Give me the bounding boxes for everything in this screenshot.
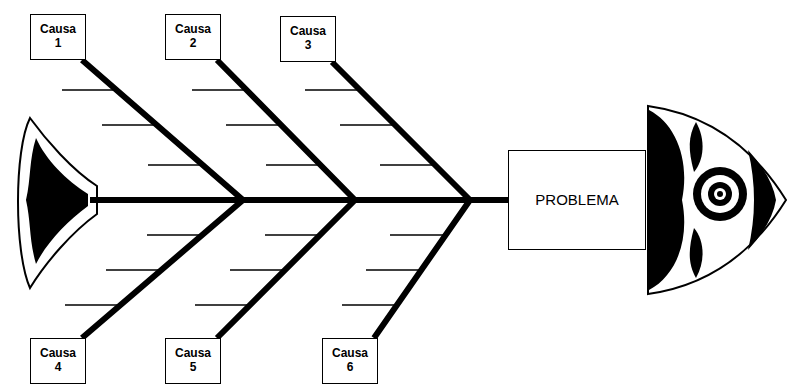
fish-eye xyxy=(708,182,732,206)
rib-line xyxy=(148,164,202,166)
cause-box: Causa 1 xyxy=(30,14,86,60)
rib-line xyxy=(230,269,284,271)
cause-label: Causa 6 xyxy=(332,347,368,375)
cause-bone xyxy=(217,200,508,338)
cause-box: Causa 4 xyxy=(30,338,86,384)
cause-label: Causa 5 xyxy=(175,347,211,375)
problem-label: PROBLEMA xyxy=(535,191,618,209)
problem-box: PROBLEMA xyxy=(508,150,646,250)
cause-label: Causa 3 xyxy=(290,25,326,53)
cause-bone xyxy=(82,60,508,200)
cause-bone xyxy=(217,60,508,200)
rib-line xyxy=(380,164,434,166)
fish-eye xyxy=(717,191,723,197)
cause-label: Causa 4 xyxy=(40,347,76,375)
fish-tail-outline xyxy=(18,118,97,288)
rib-line xyxy=(147,234,201,236)
rib-line xyxy=(106,269,160,271)
rib-line xyxy=(340,124,394,126)
fish-gill-mark xyxy=(690,228,703,278)
fish-head-outline xyxy=(648,106,786,294)
rib-line xyxy=(266,164,320,166)
fish-tail-fill xyxy=(26,138,88,264)
rib-line xyxy=(366,269,420,271)
cause-bone xyxy=(332,62,508,200)
cause-box: Causa 6 xyxy=(322,338,378,384)
rib-line xyxy=(102,124,156,126)
fish-gill xyxy=(649,110,684,290)
cause-box: Causa 3 xyxy=(280,16,336,62)
rib-line xyxy=(265,234,319,236)
rib-line xyxy=(305,89,359,91)
cause-bone xyxy=(374,200,508,338)
cause-bone xyxy=(82,200,508,338)
fish-mouth xyxy=(748,150,776,250)
rib-line xyxy=(342,304,396,306)
rib-line xyxy=(192,89,246,91)
fish-gill-mark xyxy=(690,122,703,172)
fish-eye xyxy=(693,167,747,221)
fish-spine xyxy=(90,197,246,203)
rib-line xyxy=(195,304,249,306)
cause-box: Causa 2 xyxy=(165,14,221,60)
rib-line xyxy=(390,234,444,236)
rib-line xyxy=(62,89,116,91)
cause-label: Causa 2 xyxy=(175,23,211,51)
fish-eye xyxy=(714,188,726,200)
cause-box: Causa 5 xyxy=(165,338,221,384)
rib-line xyxy=(226,124,280,126)
fish-eye xyxy=(701,175,739,213)
cause-label: Causa 1 xyxy=(40,23,76,51)
rib-line xyxy=(65,304,119,306)
